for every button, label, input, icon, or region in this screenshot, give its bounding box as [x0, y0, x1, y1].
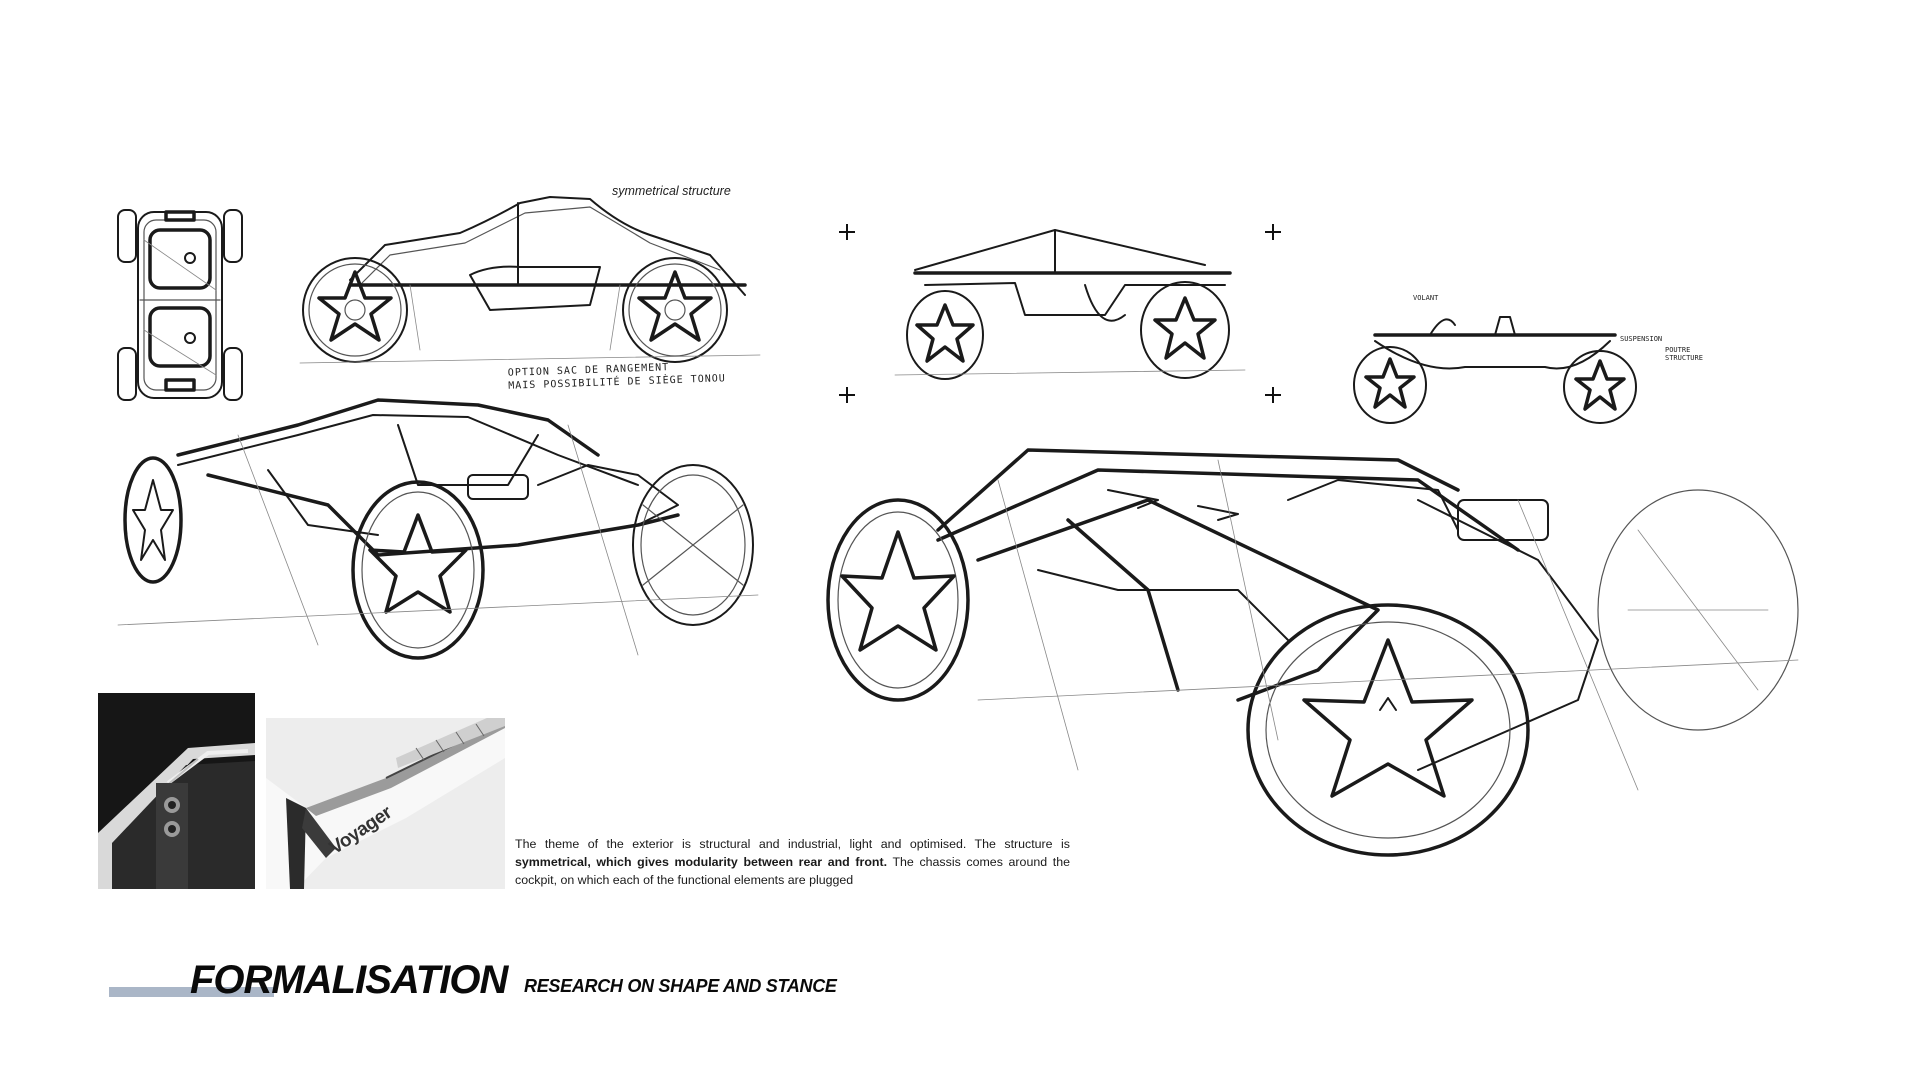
three-quarter-view-sketch — [117, 395, 768, 675]
detail-photo-dark-structure — [98, 693, 255, 889]
page-subtitle: RESEARCH ON SHAPE AND STANCE — [524, 976, 837, 996]
title-accent-bar — [109, 987, 274, 997]
annotation-poutre-structure: POUTRE STRUCTURE — [1665, 346, 1703, 362]
annotation-suspension: SUSPENSION — [1620, 335, 1663, 343]
crop-mark-top-left — [839, 224, 855, 240]
chassis-sketch — [1335, 295, 1655, 425]
crop-mark-bottom-left — [839, 387, 855, 403]
annotation-symmetrical-structure: symmetrical structure — [612, 184, 731, 198]
side-view-sketch — [290, 185, 770, 365]
side-view-sketch-center — [885, 225, 1255, 385]
description-bold: symmetrical, which gives modularity betw… — [515, 855, 888, 869]
detail-photo-chassis-logo: Voyager — [266, 718, 505, 889]
crop-mark-bottom-right — [1265, 387, 1281, 403]
large-perspective-sketch — [818, 440, 1808, 860]
description-paragraph: The theme of the exterior is structural … — [515, 835, 1070, 889]
page-title: FORMALISATION — [190, 958, 508, 1002]
top-view-sketch — [110, 200, 250, 410]
annotation-volant: VOLANT — [1413, 294, 1439, 302]
crop-mark-top-right — [1265, 224, 1281, 240]
description-part1: The theme of the exterior is structural … — [515, 837, 1070, 851]
description-part2: The chassis comes around the cockpit, on… — [515, 855, 1070, 887]
